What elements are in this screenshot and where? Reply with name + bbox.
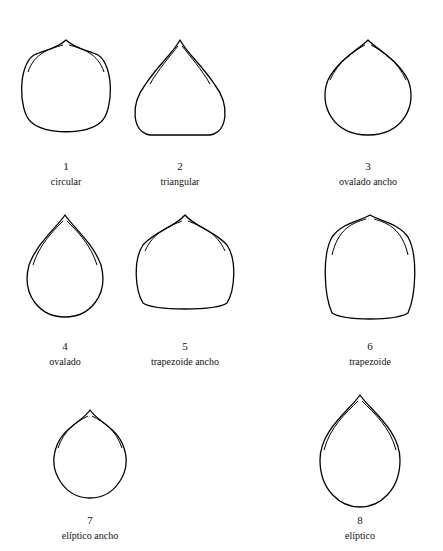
shape-name: triangular bbox=[161, 176, 200, 187]
broad-ovate-outline bbox=[325, 40, 411, 135]
callout-number: 2 bbox=[177, 160, 183, 172]
broad-elliptic-outline bbox=[54, 410, 126, 498]
broad-trapezoid-outline bbox=[136, 215, 234, 309]
trapezoid-outline bbox=[325, 215, 415, 319]
shape-name: circular bbox=[51, 176, 82, 187]
callout-number: 7 bbox=[87, 514, 93, 526]
shape-name: ovalado bbox=[49, 356, 81, 367]
triangular-outline bbox=[135, 40, 225, 135]
shape-name: trapezoide ancho bbox=[151, 356, 219, 367]
callout-number: 8 bbox=[357, 514, 363, 526]
ovate-outline bbox=[27, 215, 103, 317]
elliptic-outline bbox=[320, 395, 400, 507]
shape-name: elíptico bbox=[345, 530, 375, 541]
shape-name: elíptico ancho bbox=[62, 530, 118, 541]
shape-name: trapezoide bbox=[349, 356, 391, 367]
callout-number: 3 bbox=[365, 160, 371, 172]
circular-outline bbox=[22, 40, 111, 132]
callout-number: 5 bbox=[182, 340, 188, 352]
callout-number: 1 bbox=[63, 160, 69, 172]
callout-number: 6 bbox=[367, 340, 373, 352]
shape-name: ovalado ancho bbox=[339, 176, 397, 187]
callout-number: 4 bbox=[62, 340, 68, 352]
